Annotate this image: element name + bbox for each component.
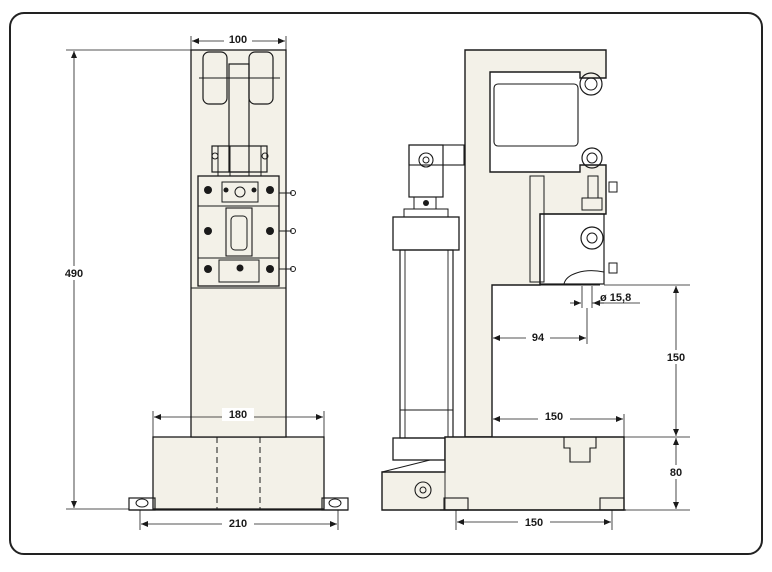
dim-label-180: 180 [229, 409, 247, 421]
side-ram [529, 175, 545, 283]
dim-label-150-table: 150 [545, 411, 563, 423]
front-base [152, 436, 325, 510]
dim-label-150-bottom: 150 [525, 517, 543, 529]
dim-label-100: 100 [229, 34, 247, 46]
side-view: ø 15,8 94 150 150 80 [381, 49, 692, 530]
front-bolts [204, 186, 274, 273]
dim-label-94: 94 [532, 332, 545, 344]
front-column [190, 49, 287, 438]
dimension-side-base-height: 80 [626, 438, 690, 511]
dim-label-210: 210 [229, 518, 247, 530]
dimension-front-middle-width: 180 [152, 408, 325, 437]
dimension-side-hole-diameter: ø 15,8 [570, 286, 640, 308]
front-view: 100 490 180 210 [58, 33, 349, 530]
dim-label-490: 490 [65, 268, 83, 280]
dim-label-80: 80 [670, 467, 682, 479]
dim-label-hole: ø 15,8 [600, 292, 631, 304]
dimension-side-stroke-height: 150 [604, 284, 692, 438]
dimension-front-top-width: 100 [190, 33, 287, 50]
dimension-side-table-depth: 150 [493, 410, 625, 437]
dimension-side-throat-depth: 94 [493, 308, 588, 344]
dim-label-150-vertical: 150 [667, 352, 685, 364]
dimension-front-height: 490 [58, 49, 191, 510]
dimension-front-base-width: 210 [139, 510, 339, 530]
dimension-side-base-width: 150 [455, 510, 613, 530]
